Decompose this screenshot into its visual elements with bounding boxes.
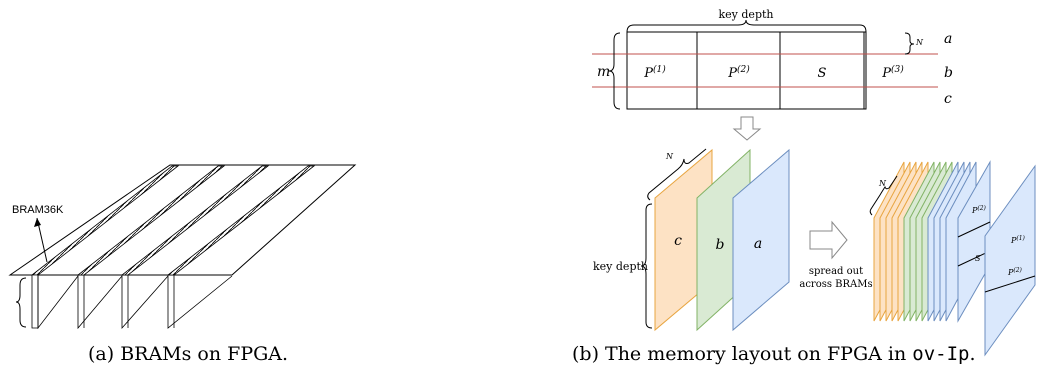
stack-n-brace	[869, 175, 898, 216]
stack-back-p2-top: P(2)	[971, 205, 987, 215]
figure-b-memory-layout: key depth P(1) P(2) S P(3) m N a b c c b…	[592, 8, 1036, 357]
bram-column	[76, 165, 226, 276]
stack-n-label: N	[878, 179, 887, 188]
bram-panel	[37, 275, 79, 330]
figure-a-bram-diagram: BRAM36K	[8, 164, 357, 330]
fpga-slab	[8, 164, 357, 276]
stack-back-s: S	[975, 254, 981, 263]
caption-b-prefix: (b) The memory layout on FPGA in	[572, 343, 913, 365]
bram36k-label: BRAM36K	[12, 204, 64, 216]
caption-b: (b) The memory layout on FPGA in ov-Ip.	[572, 343, 976, 365]
planes-n-label: N	[665, 152, 674, 161]
plane-b-label: b	[716, 237, 725, 253]
row-label-c: c	[944, 91, 952, 107]
row-label-a: a	[944, 31, 952, 47]
depth-brace	[15, 277, 27, 328]
bram-column	[166, 165, 316, 276]
caption-b-code: ov-Ip	[912, 343, 970, 365]
row-label-b: b	[944, 65, 953, 81]
bram-panel	[121, 275, 169, 330]
down-arrow-icon	[732, 116, 762, 141]
spread-label-2: across BRAMs	[799, 279, 872, 290]
stacked-planes	[873, 160, 1036, 357]
top-key-depth-brace	[626, 19, 867, 33]
bram-arrow-head	[34, 218, 41, 227]
stack-front-p2: P(2)	[1007, 267, 1023, 277]
stack-front-p1: P(1)	[1010, 235, 1026, 245]
top-key-depth-label: key depth	[719, 8, 774, 21]
bram-panel	[77, 275, 123, 330]
caption-a: (a) BRAMs on FPGA.	[88, 343, 289, 365]
right-arrow-icon	[809, 220, 848, 260]
m-label: m	[597, 64, 610, 80]
planes-n-brace	[647, 148, 707, 201]
bram-panel	[31, 274, 39, 329]
planes-key-depth-label: key depth	[593, 260, 648, 273]
memory-table	[626, 31, 867, 110]
planes-key-depth-brace	[640, 203, 653, 329]
bram-column	[120, 165, 270, 276]
cell-p3: P(3)	[881, 64, 904, 81]
caption-b-suffix: .	[969, 343, 976, 365]
spread-label-1: spread out	[809, 266, 863, 277]
plane-c-label: c	[674, 233, 682, 249]
bram-panel	[167, 275, 233, 329]
cell-s: S	[818, 66, 827, 81]
plane-a-label: a	[754, 236, 762, 252]
plane-a	[732, 148, 790, 332]
top-n-brace	[904, 32, 915, 55]
stack-front-panel	[984, 164, 1036, 357]
top-n-label: N	[915, 38, 924, 47]
m-brace	[608, 32, 621, 110]
